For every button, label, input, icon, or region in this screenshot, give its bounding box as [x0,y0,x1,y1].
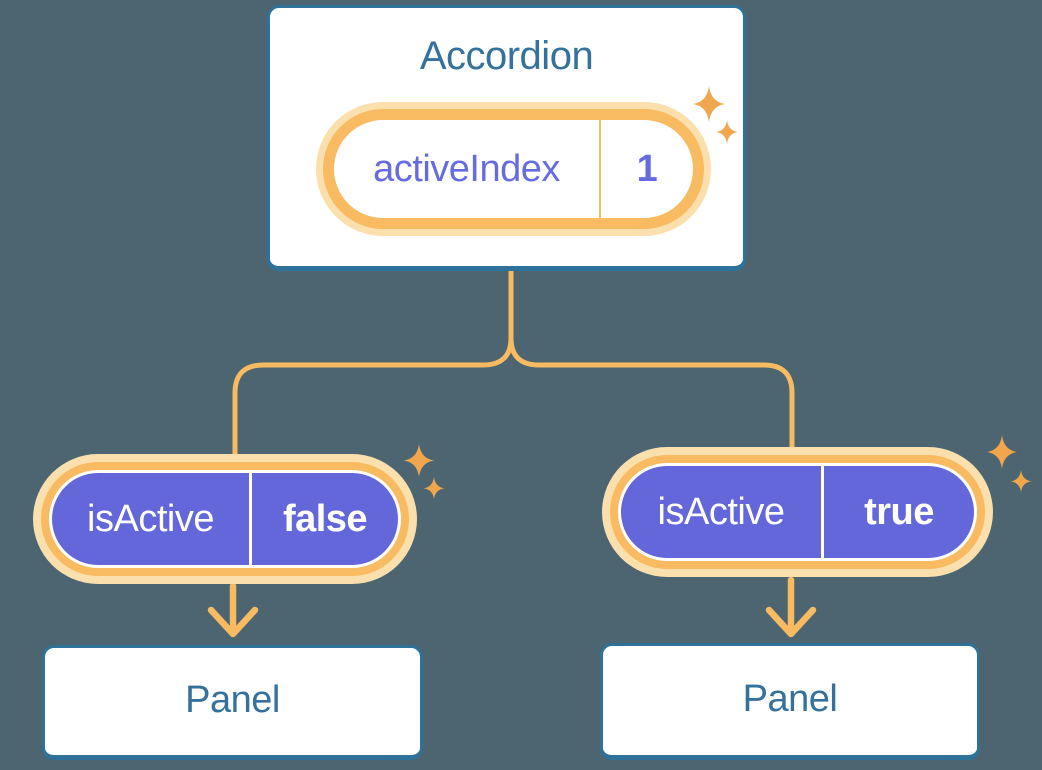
pill-divider [821,466,824,558]
prop-pill-ring: isActive false [41,462,409,576]
state-pill-label: activeIndex [373,147,560,190]
panel-title: Panel [742,677,838,720]
sparkle-icon [693,86,738,144]
prop-pill-label: isActive [657,490,785,533]
prop-pill-value: true [864,490,934,533]
panel-component-card: Panel [42,645,423,760]
arrow-down-icon [207,582,259,638]
prop-pill-isactive-false: isActive false [33,454,417,584]
state-pill-ring: activeIndex 1 [323,109,704,229]
pill-divider [249,473,252,565]
prop-pill-value: false [282,497,368,540]
connector-branch-left [232,335,514,465]
prop-pill-label: isActive [87,497,214,540]
accordion-title: Accordion [419,34,594,78]
pill-divider [599,120,601,218]
panel-component-card: Panel [600,643,980,760]
sparkle-icon [987,435,1032,492]
panel-title: Panel [185,678,280,721]
accordion-component-card: Accordion activeIndex 1 [267,5,746,271]
arrow-down-icon [765,576,817,638]
state-pill: activeIndex 1 [316,102,711,236]
sparkle-icon [404,444,445,499]
state-pill-value: 1 [636,147,658,190]
connector-branch-right [508,335,795,458]
prop-pill-ring: isActive true [610,455,985,569]
prop-pill-isactive-true: isActive true [602,447,993,577]
